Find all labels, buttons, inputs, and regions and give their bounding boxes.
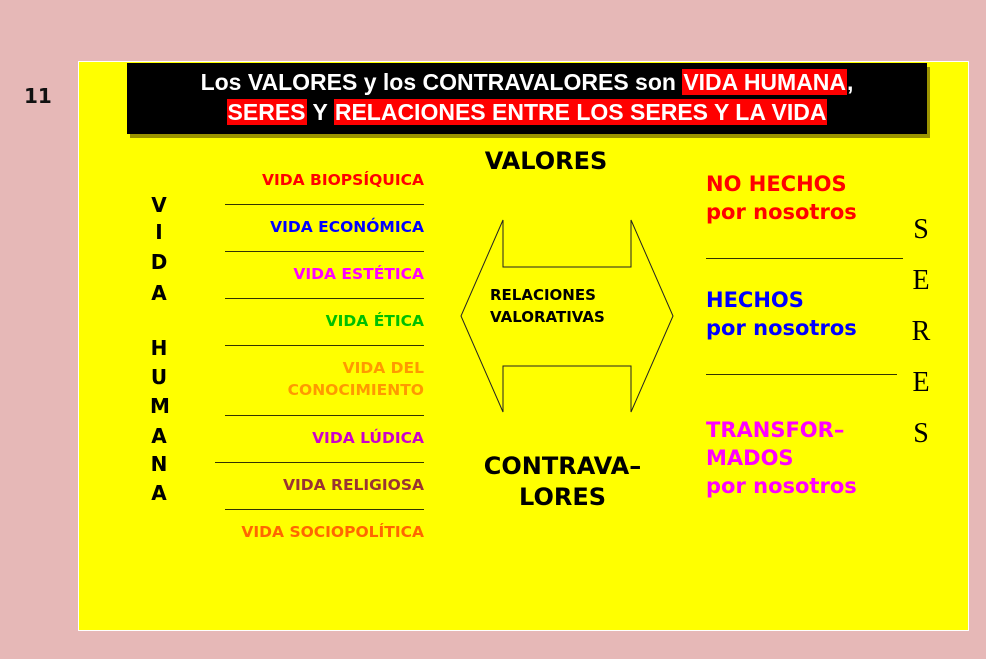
being-line: por nosotros (706, 200, 857, 224)
life-item-religiosa: VIDA RELIGIOSA (282, 476, 424, 494)
vertical-letter: M (150, 394, 170, 418)
seres-letter: S (913, 418, 929, 449)
title-highlight-relaciones: RELACIONES ENTRE LOS SERES Y LA VIDA (333, 99, 828, 125)
title-highlight-vida-humana: VIDA HUMANA (682, 69, 848, 95)
vertical-letter: U (150, 365, 168, 389)
being-transformados: TRANSFOR– MADOS por nosotros (706, 416, 857, 500)
vertical-letter: A (151, 481, 167, 505)
valores-label: VALORES (484, 147, 608, 175)
being-hechos: HECHOS por nosotros (706, 286, 857, 342)
title-highlight-seres: SERES (226, 99, 307, 125)
seres-letter: E (912, 265, 930, 296)
life-item-sociopolitica: VIDA SOCIOPOLÍTICA (241, 523, 424, 541)
being-line: MADOS (706, 446, 794, 470)
title-line-1: Los VALORES y los CONTRAVALORES son VIDA… (127, 67, 927, 97)
relaciones-valorativas-label: RELACIONES VALORATIVAS (490, 284, 605, 328)
vertical-letter: N (150, 452, 168, 476)
life-item-biopsiquica: VIDA BIOPSÍQUICA (262, 171, 424, 189)
divider (215, 462, 424, 463)
contravalores-line: CONTRAVA– (483, 452, 642, 480)
divider (225, 345, 424, 346)
title-comma: , (847, 69, 854, 95)
vertical-letter: A (151, 424, 167, 448)
divider (225, 415, 424, 416)
seres-letter: R (911, 316, 931, 347)
life-item-estetica: VIDA ESTÉTICA (293, 265, 424, 283)
life-item-ludica: VIDA LÚDICA (312, 429, 424, 447)
being-no-hechos: NO HECHOS por nosotros (706, 170, 857, 226)
arrow-label-line: VALORATIVAS (490, 308, 605, 326)
title-line-2: SERES Y RELACIONES ENTRE LOS SERES Y LA … (127, 97, 927, 127)
divider (225, 298, 424, 299)
divider (225, 509, 424, 510)
seres-letter: S (913, 214, 929, 245)
life-item-economica: VIDA ECONÓMICA (270, 218, 424, 236)
life-item-line: CONOCIMIENTO (287, 381, 424, 399)
divider (706, 258, 903, 259)
slide-title: Los VALORES y los CONTRAVALORES son VIDA… (127, 63, 927, 134)
vertical-letter: V (151, 193, 167, 217)
title-text: Y (306, 99, 334, 125)
being-line: NO HECHOS (706, 172, 847, 196)
being-line: HECHOS (706, 288, 804, 312)
life-item-etica: VIDA ÉTICA (325, 312, 424, 330)
being-line: TRANSFOR– (706, 418, 845, 442)
slide-panel (78, 61, 969, 631)
contravalores-line: LORES (519, 483, 606, 511)
life-item-conocimiento: VIDA DEL CONOCIMIENTO (288, 357, 424, 401)
contravalores-label: CONTRAVA– LORES (455, 451, 670, 513)
being-line: por nosotros (706, 474, 857, 498)
divider (225, 204, 424, 205)
arrow-label-line: RELACIONES (490, 286, 596, 304)
title-text: Los VALORES y los CONTRAVALORES son (200, 69, 683, 95)
vertical-letter: I (155, 220, 163, 244)
divider (706, 374, 897, 375)
vertical-letter: A (151, 281, 167, 305)
divider (225, 251, 424, 252)
seres-letter: E (912, 367, 930, 398)
life-item-line: VIDA DEL (342, 359, 424, 377)
vertical-letter: H (150, 336, 168, 360)
being-line: por nosotros (706, 316, 857, 340)
vertical-letter: D (150, 250, 168, 274)
slide-number: 11 (24, 84, 52, 108)
